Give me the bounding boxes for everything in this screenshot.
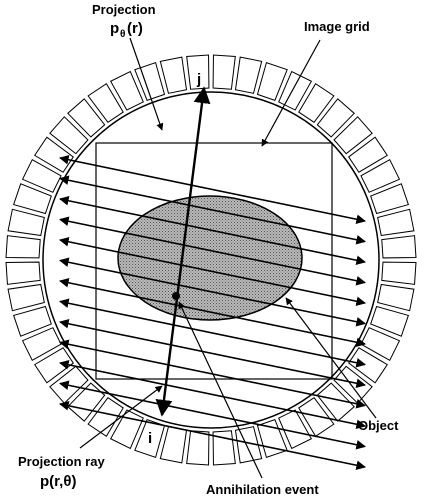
projection-symbol-label: p xyxy=(110,20,119,37)
detector-block xyxy=(49,116,89,155)
projection-subscript-label: θ xyxy=(120,29,125,40)
annihilation-event-label: Annihilation event xyxy=(206,482,319,497)
projection-pointer-arrow xyxy=(129,37,164,131)
detector-block xyxy=(5,235,41,259)
detector-block xyxy=(360,158,401,193)
detector-block xyxy=(5,261,41,285)
detector-block xyxy=(21,158,62,193)
detector-block xyxy=(109,70,144,111)
projection-ray-line xyxy=(155,86,211,417)
image-grid-label: Image grid xyxy=(304,19,370,34)
detector-block xyxy=(381,235,417,259)
projection-ray-title-label: Projection ray xyxy=(18,454,105,469)
projection-ray-pointer-arrow xyxy=(79,385,163,449)
detector-block xyxy=(21,327,62,362)
detector-block xyxy=(7,208,45,237)
projection-lines xyxy=(59,155,366,470)
detector-block xyxy=(12,305,52,337)
detector-block xyxy=(87,82,124,123)
object-pointer-arrow xyxy=(285,297,377,419)
detector-block xyxy=(212,54,236,90)
projection-title-label: Projection xyxy=(92,2,156,17)
detector-block xyxy=(370,183,410,215)
detector-block xyxy=(234,56,263,94)
detector-block xyxy=(316,98,355,138)
detector-block xyxy=(298,82,335,123)
detector-block xyxy=(67,98,106,138)
detector-j-label: j xyxy=(196,71,201,88)
detector-block xyxy=(159,56,188,94)
detector-block xyxy=(377,208,415,237)
annihilation-event-point xyxy=(172,292,180,300)
detector-block xyxy=(370,305,410,337)
projection-arg-label: (r) xyxy=(127,20,143,37)
detector-block xyxy=(12,183,52,215)
detector-block xyxy=(381,261,417,285)
detector-block xyxy=(256,61,288,101)
detector-block xyxy=(333,116,373,155)
object-label: Object xyxy=(358,418,399,433)
detector-i-label: i xyxy=(148,430,152,447)
image-grid-pointer-arrow xyxy=(261,39,321,147)
detector-block xyxy=(377,283,415,312)
projection-ray-symbol-label: p(r,θ) xyxy=(40,473,76,490)
projection-line xyxy=(59,401,366,470)
detector-block xyxy=(7,283,45,312)
detector-block xyxy=(186,430,210,466)
detector-block xyxy=(159,426,188,464)
annihilation-pointer-arrow xyxy=(178,301,263,479)
